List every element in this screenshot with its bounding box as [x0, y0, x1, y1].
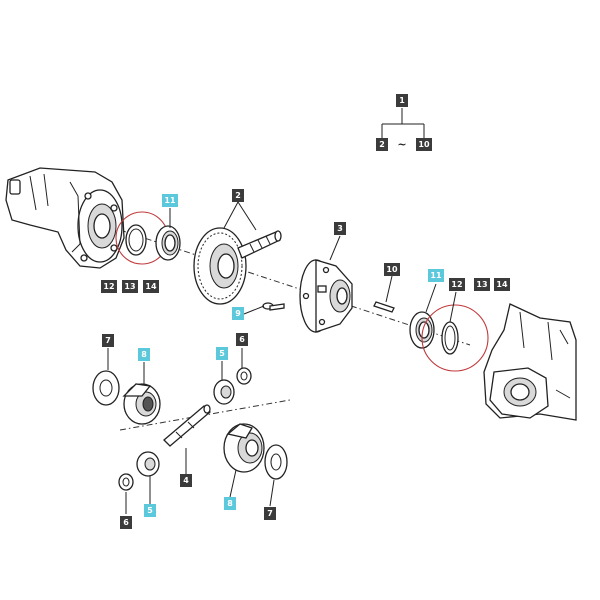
label-box-washer-7-bottom	[264, 507, 276, 520]
label-box-right-12	[449, 278, 465, 291]
crown-wheel-gear[interactable]	[193, 227, 247, 305]
left-oil-seal[interactable]	[155, 225, 181, 261]
label-seal-11-left: 11	[164, 196, 176, 205]
label-housing-3: 3	[337, 224, 343, 233]
label-box-left-13	[122, 280, 138, 293]
label-box-right-13	[474, 278, 490, 291]
label-box-group-2	[376, 138, 388, 151]
label-box-gear-8-top	[138, 348, 150, 361]
label-box-gear-2	[232, 189, 244, 202]
label-box-pin-10	[384, 263, 400, 276]
label-left-14: 14	[145, 282, 157, 291]
differential-shaft[interactable]	[163, 404, 211, 447]
side-gear-top[interactable]	[122, 383, 161, 425]
right-oil-seal[interactable]	[409, 311, 435, 349]
label-gear-8-bottom: 8	[227, 499, 233, 508]
label-box-seal-11-right	[428, 269, 444, 282]
label-box-group-1	[396, 94, 408, 107]
label-box-right-14	[494, 278, 510, 291]
label-box-washer-6-bottom	[120, 516, 132, 529]
pinion-gear-top[interactable]	[213, 379, 235, 405]
label-gear-8-top: 8	[141, 350, 147, 359]
label-washer-6-top: 6	[239, 335, 245, 344]
right-callout-circle	[421, 304, 489, 372]
side-gear-bottom[interactable]	[223, 423, 265, 473]
label-box-pinion-5-bottom	[144, 504, 156, 517]
label-seal-11-right: 11	[430, 271, 442, 280]
pinion-shaft[interactable]	[237, 230, 282, 259]
label-box-left-14	[143, 280, 159, 293]
differential-housing[interactable]	[299, 259, 353, 333]
left-shim-ring[interactable]	[125, 224, 147, 256]
label-right-14: 14	[496, 280, 508, 289]
range-tilde: ~	[397, 138, 406, 151]
leader-lines	[107, 108, 457, 514]
label-shaft-4: 4	[183, 476, 189, 485]
label-right-13: 13	[476, 280, 487, 289]
label-right-12: 12	[451, 280, 462, 289]
label-washer-7-top: 7	[105, 336, 111, 345]
right-axle-housing[interactable]	[483, 303, 577, 421]
thrust-washer-small-bottom[interactable]	[118, 473, 134, 491]
part-labels: 1 2 ~ 10 2 3 10 11 12 13 14 11 12 13 14 …	[101, 94, 510, 529]
label-group-2: 2	[379, 140, 385, 149]
thrust-washer-bottom[interactable]	[264, 444, 288, 480]
label-box-seal-11-left	[162, 194, 178, 207]
label-washer-6-bottom: 6	[123, 518, 129, 527]
cross-pin[interactable]	[373, 301, 395, 313]
bolt[interactable]	[262, 302, 285, 311]
label-washer-7-bottom: 7	[267, 509, 273, 518]
label-box-left-12	[101, 280, 117, 293]
label-box-housing-3	[334, 222, 346, 235]
label-pinion-5-bottom: 5	[147, 506, 153, 515]
label-box-group-10	[416, 138, 432, 151]
label-box-bolt-9	[232, 307, 244, 320]
label-left-13: 13	[124, 282, 135, 291]
pinion-gear-bottom[interactable]	[136, 451, 160, 477]
left-axle-housing[interactable]	[5, 167, 125, 269]
thrust-washer-top[interactable]	[92, 370, 120, 406]
label-box-gear-8-bottom	[224, 497, 236, 510]
label-pin-10: 10	[386, 265, 398, 274]
label-box-shaft-4	[180, 474, 192, 487]
label-bolt-9: 9	[235, 309, 241, 318]
right-shim-ring[interactable]	[441, 321, 459, 355]
label-group-10: 10	[418, 140, 430, 149]
label-pinion-5-top: 5	[219, 349, 225, 358]
label-left-12: 12	[103, 282, 114, 291]
thrust-washer-small-top[interactable]	[236, 367, 252, 385]
label-box-pinion-5-top	[216, 347, 228, 360]
label-box-washer-6-top	[236, 333, 248, 346]
label-box-washer-7-top	[102, 334, 114, 347]
label-group-1: 1	[399, 96, 405, 105]
label-gear-2: 2	[235, 191, 241, 200]
